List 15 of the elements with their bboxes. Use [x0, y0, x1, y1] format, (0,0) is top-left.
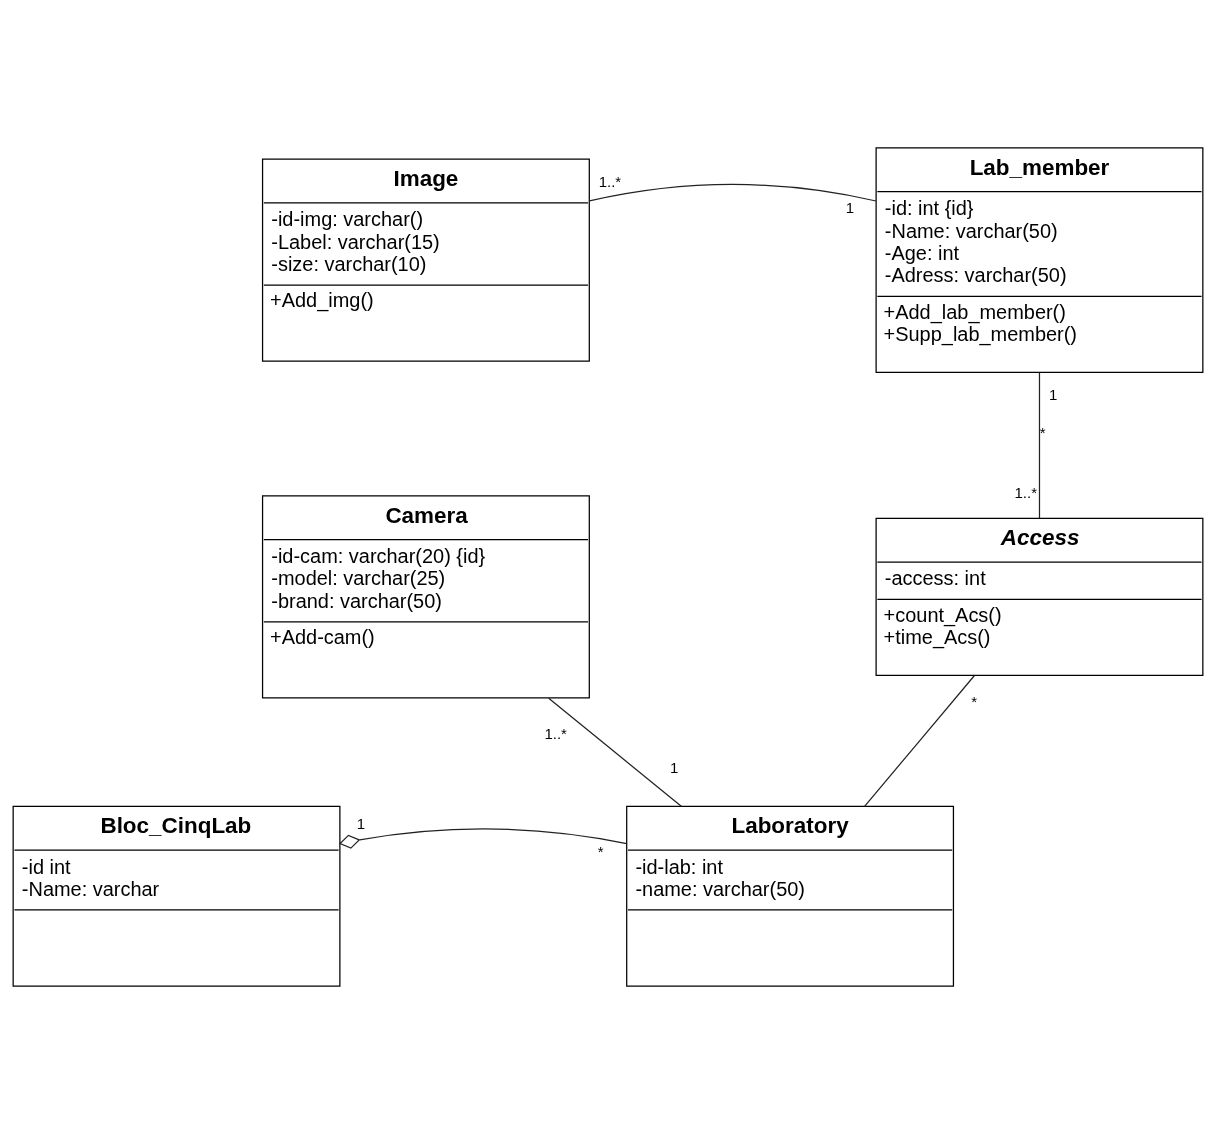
connector — [588, 183, 877, 202]
label: 1..* — [598, 172, 622, 190]
label: 1 — [1049, 385, 1058, 403]
label: 1..* — [1014, 483, 1037, 501]
label: 1 — [845, 198, 855, 216]
label: 1 — [356, 814, 366, 832]
connector — [548, 697, 682, 807]
connector — [339, 827, 628, 849]
connector — [863, 674, 975, 807]
connector — [1038, 371, 1041, 519]
label: * — [1039, 423, 1046, 441]
label: 1 — [670, 758, 679, 776]
label: * — [971, 692, 978, 710]
label: * — [597, 842, 604, 860]
label: 1..* — [544, 724, 567, 742]
